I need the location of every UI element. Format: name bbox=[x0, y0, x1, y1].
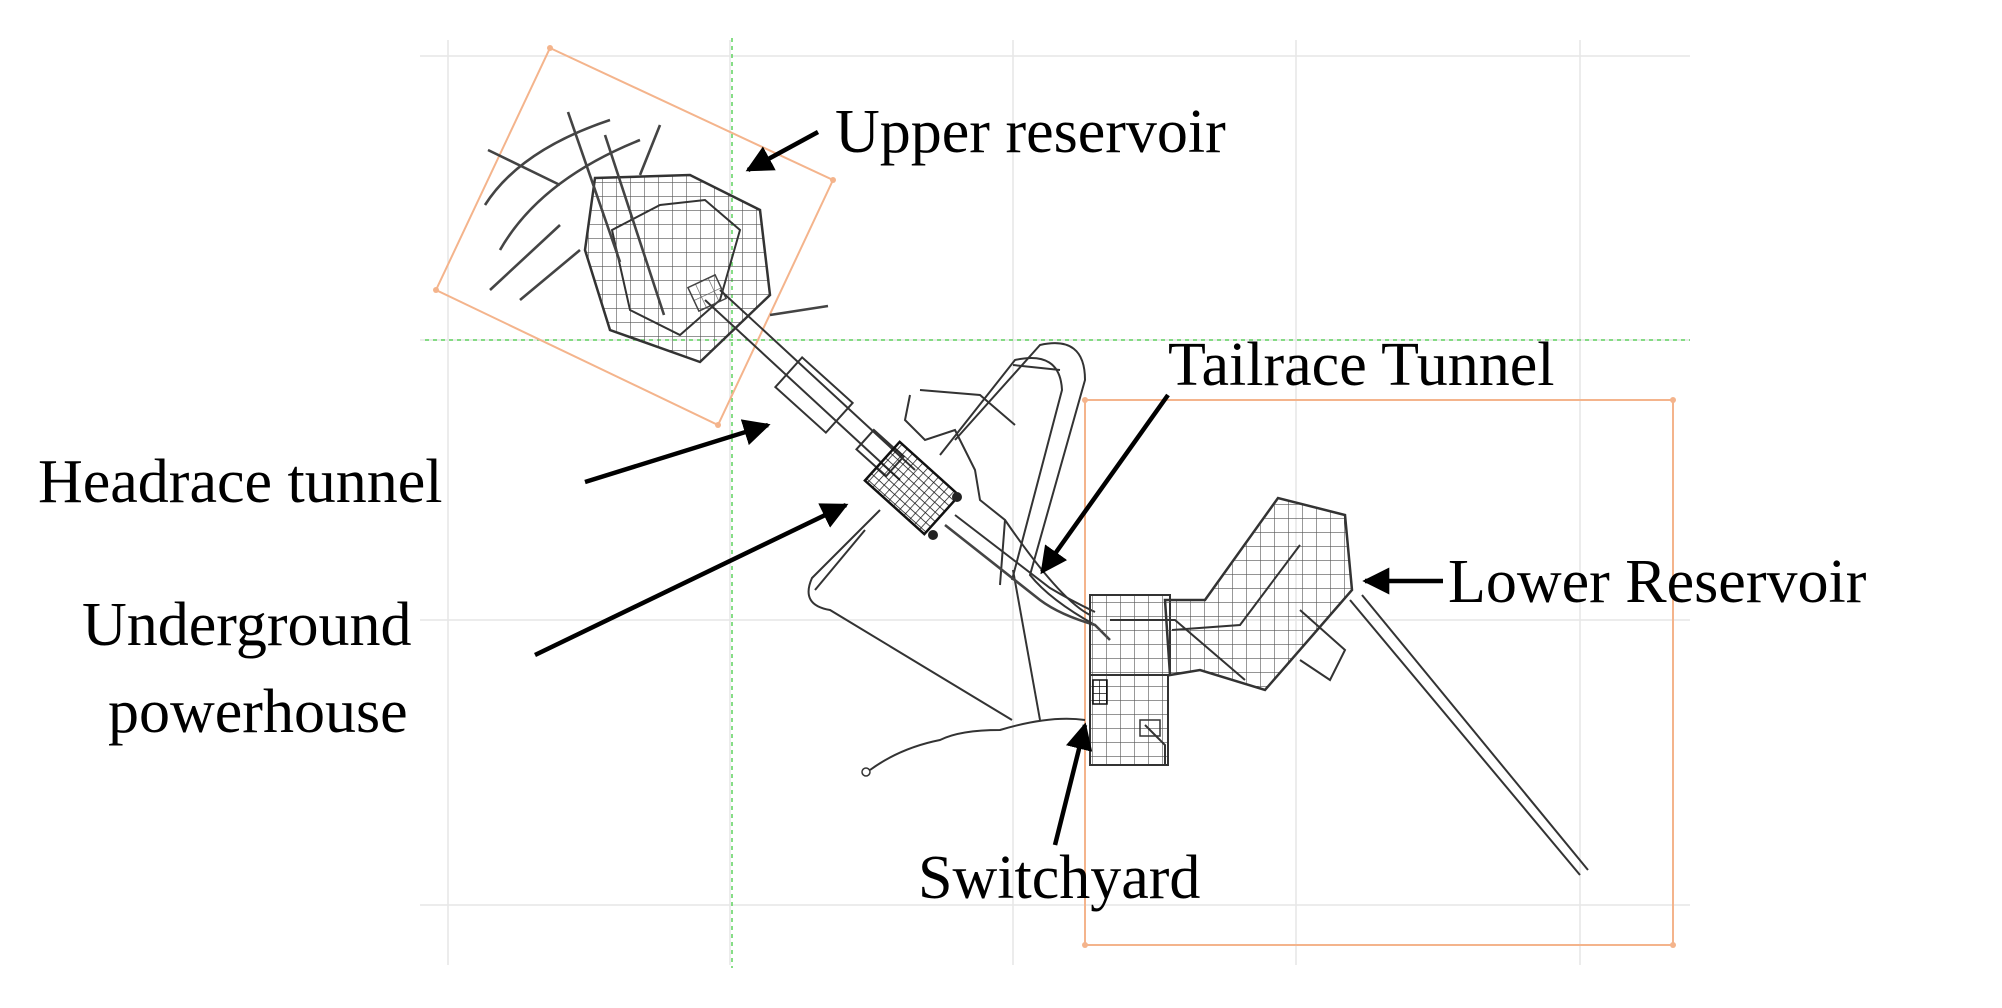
upper-reservoir-label: Upper reservoir bbox=[835, 98, 1226, 166]
upper-reservoir-drawing bbox=[483, 111, 829, 364]
lower-reservoir-label: Lower Reservoir bbox=[1448, 548, 1867, 616]
switchyard-label: Switchyard bbox=[918, 844, 1200, 912]
underground-powerhouse-label-line2: powerhouse bbox=[108, 678, 408, 746]
underground-powerhouse-drawing bbox=[863, 440, 962, 540]
access-roads bbox=[807, 342, 1096, 721]
lower-reservoir-boundary bbox=[1082, 397, 1676, 948]
upper-reservoir-boundary bbox=[433, 45, 836, 428]
label-headrace-tunnel: Headrace tunnel bbox=[38, 419, 771, 516]
underground-powerhouse-label-line1: Underground bbox=[82, 591, 411, 659]
lower-reservoir-drawing bbox=[1110, 496, 1589, 876]
tailrace-tunnel-label: Tailrace Tunnel bbox=[1168, 331, 1555, 399]
label-lower-reservoir: Lower Reservoir bbox=[1362, 548, 1867, 616]
label-switchyard: Switchyard bbox=[918, 722, 1200, 912]
switchyard-drawing bbox=[861, 594, 1171, 777]
headrace-tunnel-drawing bbox=[704, 289, 916, 481]
label-tailrace-tunnel: Tailrace Tunnel bbox=[1040, 331, 1555, 575]
label-underground-powerhouse: Underground powerhouse bbox=[82, 502, 849, 746]
headrace-tunnel-label: Headrace tunnel bbox=[38, 448, 442, 516]
label-upper-reservoir: Upper reservoir bbox=[745, 98, 1226, 172]
